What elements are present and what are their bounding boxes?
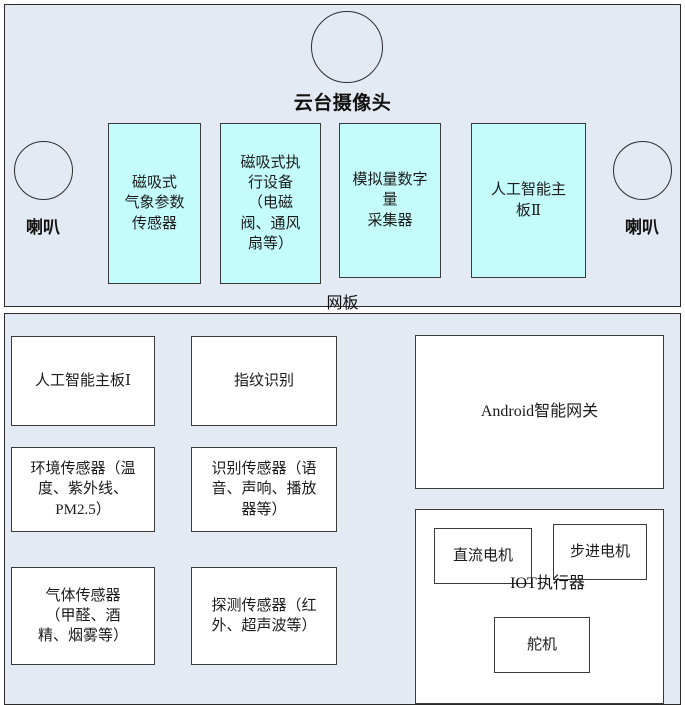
box-servo-motor[interactable]: 舵机 [494, 617, 590, 673]
device-base-panel: 人工智能主板Ⅰ 环境传感器（温 度、紫外线、 PM2.5） 气体传感器 （甲醛、… [4, 313, 681, 705]
box-dc-motor[interactable]: 直流电机 [434, 528, 532, 584]
ptz-camera-icon [311, 11, 383, 83]
module-magnetic-weather-sensor[interactable]: 磁吸式 气象参数 传感器 [108, 123, 201, 284]
box-label: 指纹识别 [233, 372, 294, 389]
module-label: 人工智能主 板Ⅱ [490, 182, 566, 219]
ptz-camera-label: 云台摄像头 [293, 93, 392, 114]
module-label: 磁吸式执 行设备 （电磁 阀、通风 扇等） [240, 154, 301, 252]
box-label: 舵机 [526, 636, 557, 653]
box-label: 步进电机 [569, 543, 630, 560]
speaker-right-icon [613, 141, 672, 200]
module-label: 模拟量数字 量 采集器 [352, 172, 428, 229]
module-ai-mainboard-2[interactable]: 人工智能主 板Ⅱ [471, 123, 586, 278]
speaker-right-label: 喇叭 [625, 218, 659, 237]
box-label: Android智能网关 [480, 403, 599, 421]
box-environment-sensor[interactable]: 环境传感器（温 度、紫外线、 PM2.5） [11, 447, 155, 532]
box-fingerprint-recognition[interactable]: 指纹识别 [191, 336, 337, 426]
box-label: 气体传感器 （甲醛、酒 精、烟雾等） [37, 587, 128, 645]
box-label: 探测传感器（红 外、超声波等） [211, 597, 317, 634]
module-label: 磁吸式 气象参数 传感器 [124, 175, 185, 232]
speaker-left-icon [14, 141, 73, 200]
mesh-board-label: 网板 [326, 295, 359, 312]
box-label: 环境传感器（温 度、紫外线、 PM2.5） [30, 461, 136, 518]
box-ai-mainboard-1[interactable]: 人工智能主板Ⅰ [11, 336, 155, 426]
mesh-board-panel: 磁吸式 气象参数 传感器 磁吸式执 行设备 （电磁 阀、通风 扇等） 模拟量数字… [4, 4, 681, 307]
speaker-left-label: 喇叭 [26, 218, 60, 237]
module-magnetic-actuator-device[interactable]: 磁吸式执 行设备 （电磁 阀、通风 扇等） [220, 123, 321, 284]
box-gas-sensor[interactable]: 气体传感器 （甲醛、酒 精、烟雾等） [11, 567, 155, 665]
box-stepper-motor[interactable]: 步进电机 [553, 524, 647, 580]
box-label: 识别传感器（语 音、声响、播放 器等） [211, 461, 317, 518]
module-analog-digital-acquisition[interactable]: 模拟量数字 量 采集器 [339, 123, 441, 278]
group-iot-actuator: 直流电机 步进电机 舵机 [415, 509, 664, 704]
box-detection-sensor[interactable]: 探测传感器（红 外、超声波等） [191, 567, 337, 665]
box-android-smart-gateway[interactable]: Android智能网关 [415, 335, 664, 489]
box-label: 直流电机 [452, 547, 513, 564]
box-recognition-sensor[interactable]: 识别传感器（语 音、声响、播放 器等） [191, 447, 337, 532]
iot-actuator-label: IOT执行器 [510, 575, 585, 592]
box-label: 人工智能主板Ⅰ [35, 372, 131, 389]
